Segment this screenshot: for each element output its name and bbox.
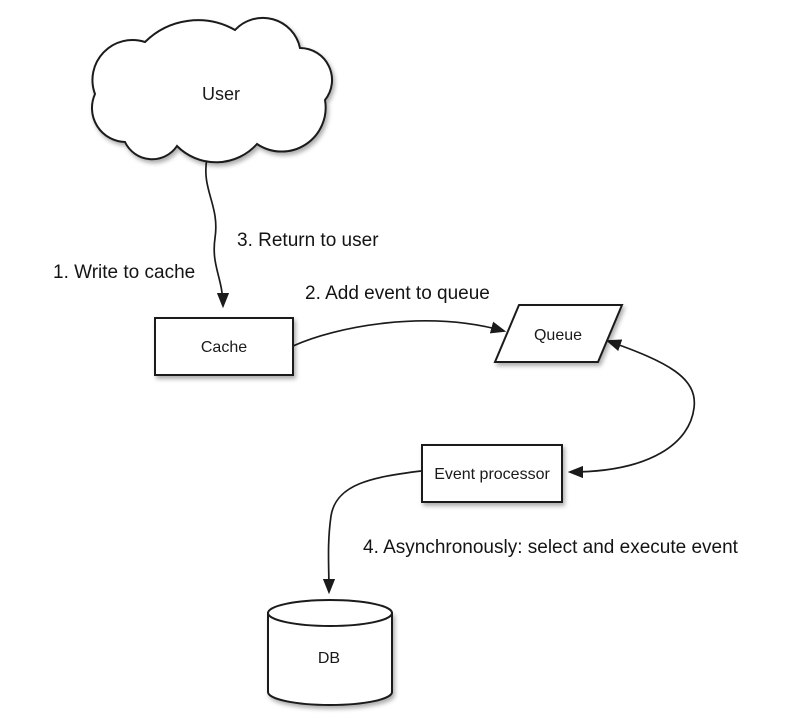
node-queue: Queue	[493, 304, 624, 363]
db-cylinder-top	[267, 599, 393, 627]
db-cylinder-body	[267, 612, 393, 706]
edge-queue-event-processor	[567, 339, 696, 479]
edge-event-processor-to-db	[322, 470, 422, 595]
node-db-label: DB	[318, 650, 340, 667]
node-cache: Cache	[154, 317, 294, 376]
label-step1-write-to-cache: 1. Write to cache	[53, 262, 195, 283]
node-event-processor-label: Event processor	[434, 466, 550, 483]
arrow-user-to-cache	[205, 157, 230, 309]
label-step2-add-event-to-queue: 2. Add event to queue	[305, 283, 490, 304]
node-event-processor: Event processor	[421, 444, 563, 503]
double-arrow-queue-event-processor	[567, 339, 696, 479]
label-step3-return-to-user: 3. Return to user	[237, 230, 379, 251]
node-user: User	[90, 16, 334, 164]
cloud-shape	[90, 16, 334, 164]
label-step4-asynchronously: 4. Asynchronously: select and execute ev…	[363, 537, 739, 558]
queue-parallelogram	[493, 304, 624, 363]
node-db: DB	[267, 599, 393, 706]
edge-user-to-cache	[205, 157, 230, 309]
node-user-label: User	[202, 84, 240, 104]
event-processor-box	[421, 444, 563, 503]
edge-cache-to-queue	[292, 320, 507, 347]
arrow-cache-to-queue	[292, 320, 507, 347]
node-queue-label: Queue	[534, 327, 582, 344]
arrow-event-processor-to-db	[322, 470, 422, 595]
node-cache-label: Cache	[201, 339, 247, 356]
cache-box	[154, 317, 294, 376]
